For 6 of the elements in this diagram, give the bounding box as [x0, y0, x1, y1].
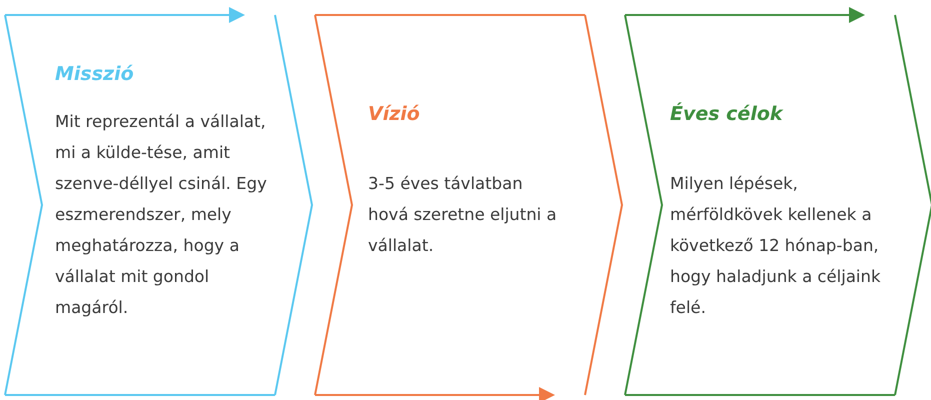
description-text: Mit reprezentál a vállalat, mi a külde-tése, amit szenve-déllyel csinál. Egy eszmerendszer, mely meghatározza, hogy a vállalat mit gondol magáról.	[55, 111, 268, 319]
section-heading: Vízió	[368, 103, 420, 125]
section-heading: Misszió	[55, 63, 134, 85]
description-text: Milyen lépések, mérföldkövek kellenek a következő 12 hónap-ban, hogy haladjunk a céljaink felé.	[670, 173, 882, 319]
description-text: 3-5 éves távlatban hová szeretne eljutni a vállalat.	[368, 173, 558, 257]
section-heading: Éves célok	[670, 103, 783, 125]
